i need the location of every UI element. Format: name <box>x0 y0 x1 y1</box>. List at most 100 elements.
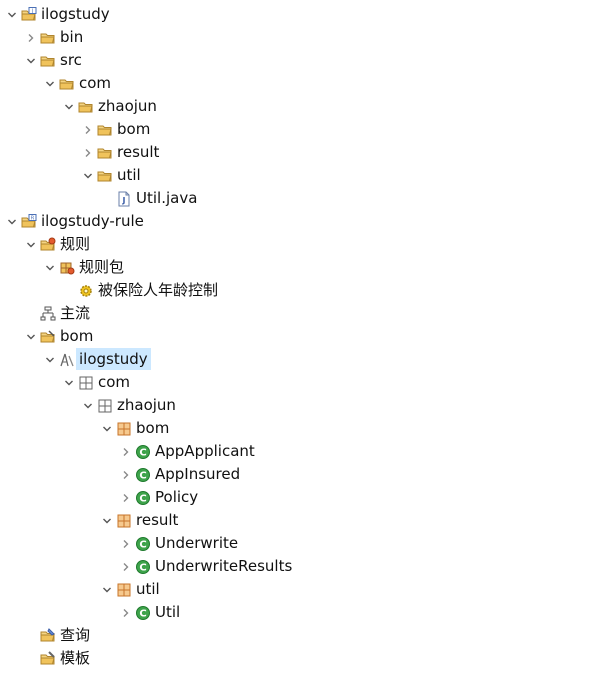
svg-text:C: C <box>139 563 146 574</box>
chevron-down-icon[interactable] <box>100 509 114 532</box>
java-file-icon: J <box>116 191 132 207</box>
tree-item-label: Util <box>155 603 181 621</box>
tree-item-label: 查询 <box>60 626 91 644</box>
tree-item-bom-util[interactable]: util <box>0 578 609 601</box>
chevron-down-icon[interactable] <box>5 3 19 26</box>
svg-text:C: C <box>139 494 146 505</box>
chevron-down-icon[interactable] <box>81 394 95 417</box>
chevron-right-icon[interactable] <box>81 118 95 141</box>
tree-item-queries[interactable]: 查询 <box>0 624 609 647</box>
folder-icon <box>40 53 56 69</box>
chevron-down-icon[interactable] <box>24 49 38 72</box>
tree-item-com[interactable]: com <box>0 72 609 95</box>
chevron-right-icon[interactable] <box>119 486 133 509</box>
chevron-down-icon[interactable] <box>43 348 57 371</box>
chevron-down-icon[interactable] <box>24 233 38 256</box>
tree-item-label: UnderwriteResults <box>155 557 293 575</box>
tree-item-src[interactable]: src <box>0 49 609 72</box>
rule-package-icon <box>59 260 75 276</box>
bom-folder-icon <box>40 329 56 345</box>
folder-icon <box>59 76 75 92</box>
ruleflow-icon <box>40 306 56 322</box>
chevron-right-icon[interactable] <box>119 463 133 486</box>
java-project-icon: J <box>21 7 37 23</box>
tree-item-label: result <box>136 511 179 529</box>
svg-text:C: C <box>139 448 146 459</box>
svg-text:J: J <box>122 196 126 205</box>
tree-item-label: result <box>117 143 160 161</box>
tree-item-bom-ilogstudy[interactable]: ilogstudy <box>0 348 609 371</box>
tree-item-underwrite-results[interactable]: C UnderwriteResults <box>0 555 609 578</box>
class-icon: C <box>135 490 151 506</box>
package-orange-icon <box>116 582 132 598</box>
package-orange-icon <box>116 421 132 437</box>
chevron-down-icon[interactable] <box>81 164 95 187</box>
tree-item-label: bom <box>117 120 151 138</box>
tree-item-label: com <box>79 74 112 92</box>
tree-item-bom-bom[interactable]: bom <box>0 417 609 440</box>
class-icon: C <box>135 605 151 621</box>
tree-item-bom[interactable]: bom <box>0 118 609 141</box>
tree-item-util-java[interactable]: J Util.java <box>0 187 609 210</box>
chevron-down-icon[interactable] <box>100 578 114 601</box>
tree-item-label: util <box>136 580 160 598</box>
class-icon: C <box>135 536 151 552</box>
svg-text:C: C <box>139 609 146 620</box>
package-icon <box>97 398 113 414</box>
chevron-down-icon[interactable] <box>62 371 76 394</box>
tree-item-label: Util.java <box>136 189 198 207</box>
chevron-right-icon[interactable] <box>119 532 133 555</box>
tree-item-rules[interactable]: 规则 <box>0 233 609 256</box>
chevron-down-icon[interactable] <box>62 95 76 118</box>
folder-icon <box>97 168 113 184</box>
tree-item-insured-age-rule[interactable]: 被保险人年龄控制 <box>0 279 609 302</box>
tree-item-bom-root[interactable]: bom <box>0 325 609 348</box>
tree-item-templates[interactable]: 模板 <box>0 647 609 670</box>
tree-item-label: 主流 <box>60 304 91 322</box>
svg-text:J: J <box>31 9 33 15</box>
tree-item-label: src <box>60 51 82 69</box>
svg-text:C: C <box>139 540 146 551</box>
tree-item-label: ilogstudy <box>76 348 151 370</box>
tree-item-app-applicant[interactable]: C AppApplicant <box>0 440 609 463</box>
tree-item-label: AppApplicant <box>155 442 255 460</box>
chevron-down-icon[interactable] <box>43 256 57 279</box>
tree-item-label: ilogstudy <box>41 5 110 23</box>
chevron-right-icon[interactable] <box>24 26 38 49</box>
chevron-down-icon[interactable] <box>43 72 57 95</box>
tree-item-util-class[interactable]: C Util <box>0 601 609 624</box>
tree-item-label: ilogstudy-rule <box>41 212 144 230</box>
chevron-down-icon[interactable] <box>5 210 19 233</box>
class-icon: C <box>135 559 151 575</box>
tree-item-label: zhaojun <box>117 396 176 414</box>
chevron-right-icon[interactable] <box>119 440 133 463</box>
tree-item-rule-package[interactable]: 规则包 <box>0 256 609 279</box>
folder-icon <box>97 122 113 138</box>
tree-item-label: util <box>117 166 141 184</box>
package-icon <box>78 375 94 391</box>
chevron-right-icon[interactable] <box>81 141 95 164</box>
tree-item-util[interactable]: util <box>0 164 609 187</box>
folder-icon <box>40 30 56 46</box>
query-folder-icon <box>40 628 56 644</box>
tree-item-result[interactable]: result <box>0 141 609 164</box>
template-folder-icon <box>40 651 56 667</box>
chevron-down-icon[interactable] <box>24 325 38 348</box>
tree-item-bom-com[interactable]: com <box>0 371 609 394</box>
folder-icon <box>78 99 94 115</box>
tree-item-main-flow[interactable]: 主流 <box>0 302 609 325</box>
tree-item-bin[interactable]: bin <box>0 26 609 49</box>
class-icon: C <box>135 444 151 460</box>
tree-item-bom-zhaojun[interactable]: zhaojun <box>0 394 609 417</box>
chevron-right-icon[interactable] <box>119 555 133 578</box>
tree-item-bom-result[interactable]: result <box>0 509 609 532</box>
chevron-right-icon[interactable] <box>119 601 133 624</box>
chevron-down-icon[interactable] <box>100 417 114 440</box>
tree-item-zhaojun[interactable]: zhaojun <box>0 95 609 118</box>
